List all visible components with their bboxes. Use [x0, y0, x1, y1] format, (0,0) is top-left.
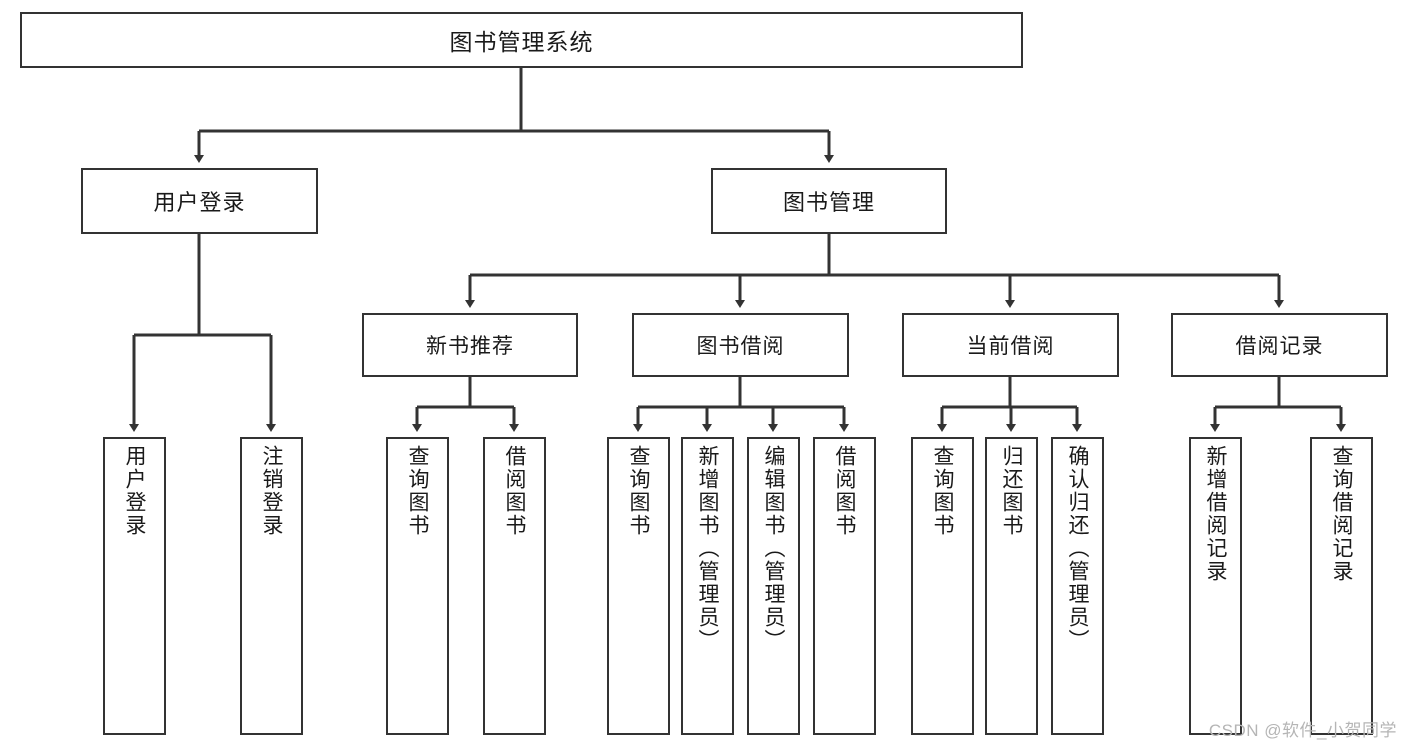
leaf-logout-label: 注销登录 [260, 445, 283, 537]
node-current-borrow-label: 当前借阅 [966, 335, 1055, 358]
node-root-label: 图书管理系统 [449, 29, 594, 55]
node-book-management[interactable]: 图书管理 [711, 168, 947, 234]
leaf-query-borrow-record-label: 查询借阅记录 [1330, 445, 1353, 583]
node-root[interactable]: 图书管理系统 [20, 12, 1023, 68]
leaf-user-login-label: 用户登录 [123, 445, 146, 537]
leaf-query-borrow-record[interactable]: 查询借阅记录 [1310, 437, 1373, 735]
node-new-book-recommend-label: 新书推荐 [426, 335, 514, 358]
leaf-return-book[interactable]: 归还图书 [985, 437, 1038, 735]
leaf-add-book-admin[interactable]: 新增图书（管理员） [681, 437, 734, 735]
node-user-login-label: 用户登录 [153, 190, 246, 215]
leaf-confirm-return-admin[interactable]: 确认归还（管理员） [1051, 437, 1104, 735]
leaf-add-book-admin-label: 新增图书（管理员） [696, 445, 719, 652]
node-user-login[interactable]: 用户登录 [81, 168, 318, 234]
node-book-borrow[interactable]: 图书借阅 [632, 313, 849, 377]
node-borrow-record-label: 借阅记录 [1235, 335, 1324, 358]
leaf-query-book-borrow[interactable]: 查询图书 [607, 437, 670, 735]
leaf-query-book-newbook-label: 查询图书 [406, 445, 429, 537]
leaf-add-borrow-record-label: 新增借阅记录 [1204, 445, 1227, 583]
node-book-borrow-label: 图书借阅 [696, 335, 785, 358]
node-new-book-recommend[interactable]: 新书推荐 [362, 313, 578, 377]
leaf-query-book-borrow-label: 查询图书 [627, 445, 650, 537]
leaf-confirm-return-admin-label: 确认归还（管理员） [1066, 445, 1089, 652]
leaf-borrow-book-label: 借阅图书 [833, 445, 856, 537]
node-current-borrow[interactable]: 当前借阅 [902, 313, 1119, 377]
leaf-edit-book-admin[interactable]: 编辑图书（管理员） [747, 437, 800, 735]
leaf-query-book-current[interactable]: 查询图书 [911, 437, 974, 735]
csdn-watermark: CSDN @软件_小贺同学 [1208, 721, 1397, 740]
leaf-query-book-newbook[interactable]: 查询图书 [386, 437, 449, 735]
leaf-user-login[interactable]: 用户登录 [103, 437, 166, 735]
leaf-borrow-book-newbook[interactable]: 借阅图书 [483, 437, 546, 735]
node-borrow-record[interactable]: 借阅记录 [1171, 313, 1388, 377]
leaf-add-borrow-record[interactable]: 新增借阅记录 [1189, 437, 1242, 735]
leaf-borrow-book[interactable]: 借阅图书 [813, 437, 876, 735]
leaf-return-book-label: 归还图书 [1000, 445, 1023, 537]
leaf-borrow-book-newbook-label: 借阅图书 [503, 445, 526, 537]
node-book-management-label: 图书管理 [782, 190, 875, 215]
leaf-query-book-current-label: 查询图书 [931, 445, 954, 537]
leaf-edit-book-admin-label: 编辑图书（管理员） [762, 445, 785, 652]
leaf-logout[interactable]: 注销登录 [240, 437, 303, 735]
